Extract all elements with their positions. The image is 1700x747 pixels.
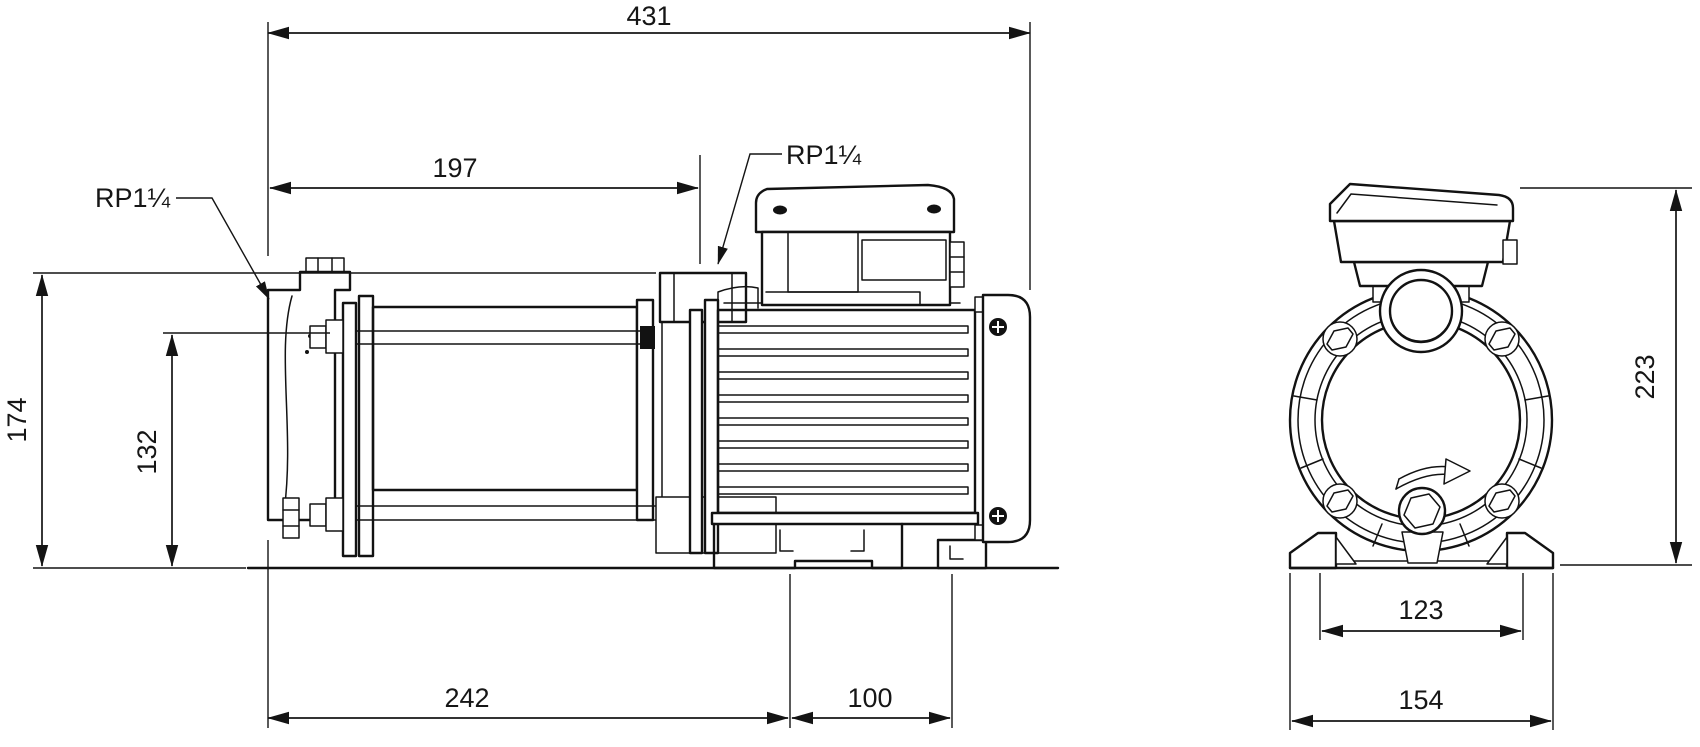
- rotation-direction-arrow-icon: [1395, 458, 1471, 490]
- tie-rod-bolt-head: [325, 497, 344, 532]
- dim-overall-length-label: 431: [626, 1, 671, 31]
- dimension-foot-hole-spacing: 123: [1319, 573, 1524, 640]
- hex-bolt-icon: [1322, 483, 1358, 519]
- fan-cover-screw-icon: [989, 507, 1007, 525]
- fan-cover: [974, 293, 1032, 544]
- dimension-overall-length: 431: [267, 1, 1031, 290]
- motor-cooling-fins: [717, 325, 969, 495]
- motor: [710, 183, 1032, 570]
- front-terminal-box-lid: [1328, 182, 1515, 223]
- terminal-box-lid: [754, 183, 956, 234]
- terminal-box: [754, 183, 965, 307]
- dimension-port-spacing: 197: [269, 153, 701, 264]
- side-view: 431 197 RP1¼ RP1¼ 174 132 24: [2, 1, 1060, 728]
- tie-rod-bolt-head: [309, 325, 327, 349]
- dim-motor-foot-offset-label: 100: [847, 683, 892, 713]
- hex-bolt-icon: [1322, 321, 1358, 357]
- motor-base-bar: [710, 511, 980, 526]
- front-feet: [1288, 531, 1555, 570]
- tie-rod-bolt-head: [309, 503, 327, 527]
- dim-inlet-port-height-label: 174: [2, 397, 32, 442]
- discharge-casing: [655, 271, 777, 555]
- dim-port-spacing-label: 197: [432, 153, 477, 183]
- motor-foot-front: [712, 522, 904, 570]
- discharge-port-label: RP1¼: [786, 140, 862, 170]
- flange-bolts: [1322, 321, 1520, 519]
- motor-body: [716, 308, 977, 515]
- suction-casing: [266, 257, 352, 539]
- stage-sleeve: [371, 305, 639, 492]
- discharge-port-callout: RP1¼: [717, 140, 862, 265]
- dim-height-132-label: 132: [132, 429, 162, 474]
- cable-gland: [949, 241, 965, 288]
- hex-bolt-icon: [1484, 483, 1520, 519]
- front-port: [1378, 268, 1464, 354]
- tie-rod-nut: [640, 326, 655, 349]
- lid-screw-icon: [927, 204, 941, 214]
- motor-foot-rear: [936, 538, 988, 570]
- lid-screw-icon: [773, 205, 787, 215]
- tie-rod-bolt-head: [325, 319, 344, 354]
- casing-bolt: [282, 497, 300, 539]
- pump-flange-plates: [309, 294, 375, 558]
- drain-plug: [1397, 486, 1447, 564]
- dimension-base-width: 154: [1289, 573, 1554, 730]
- suction-port-label: RP1¼: [95, 183, 171, 213]
- hex-bolt-icon: [1484, 321, 1520, 357]
- dimension-overall-height: 223: [1520, 187, 1692, 566]
- fan-cover-screw-icon: [989, 318, 1007, 336]
- dimension-height-132: 132: [132, 332, 330, 567]
- dimension-pump-length: 242: [267, 540, 791, 728]
- dimension-motor-foot-offset: 100: [791, 574, 953, 728]
- dim-overall-height-label: 223: [1630, 354, 1660, 399]
- dimension-inlet-port-height: 174: [2, 272, 656, 569]
- dim-base-width-label: 154: [1398, 685, 1443, 715]
- dim-pump-length-label: 242: [444, 683, 489, 713]
- front-view: 223 123 154: [1288, 182, 1692, 730]
- suction-port-callout: RP1¼: [95, 183, 270, 300]
- dim-foot-hole-spacing-label: 123: [1398, 595, 1443, 625]
- suction-port-cap: [305, 257, 345, 273]
